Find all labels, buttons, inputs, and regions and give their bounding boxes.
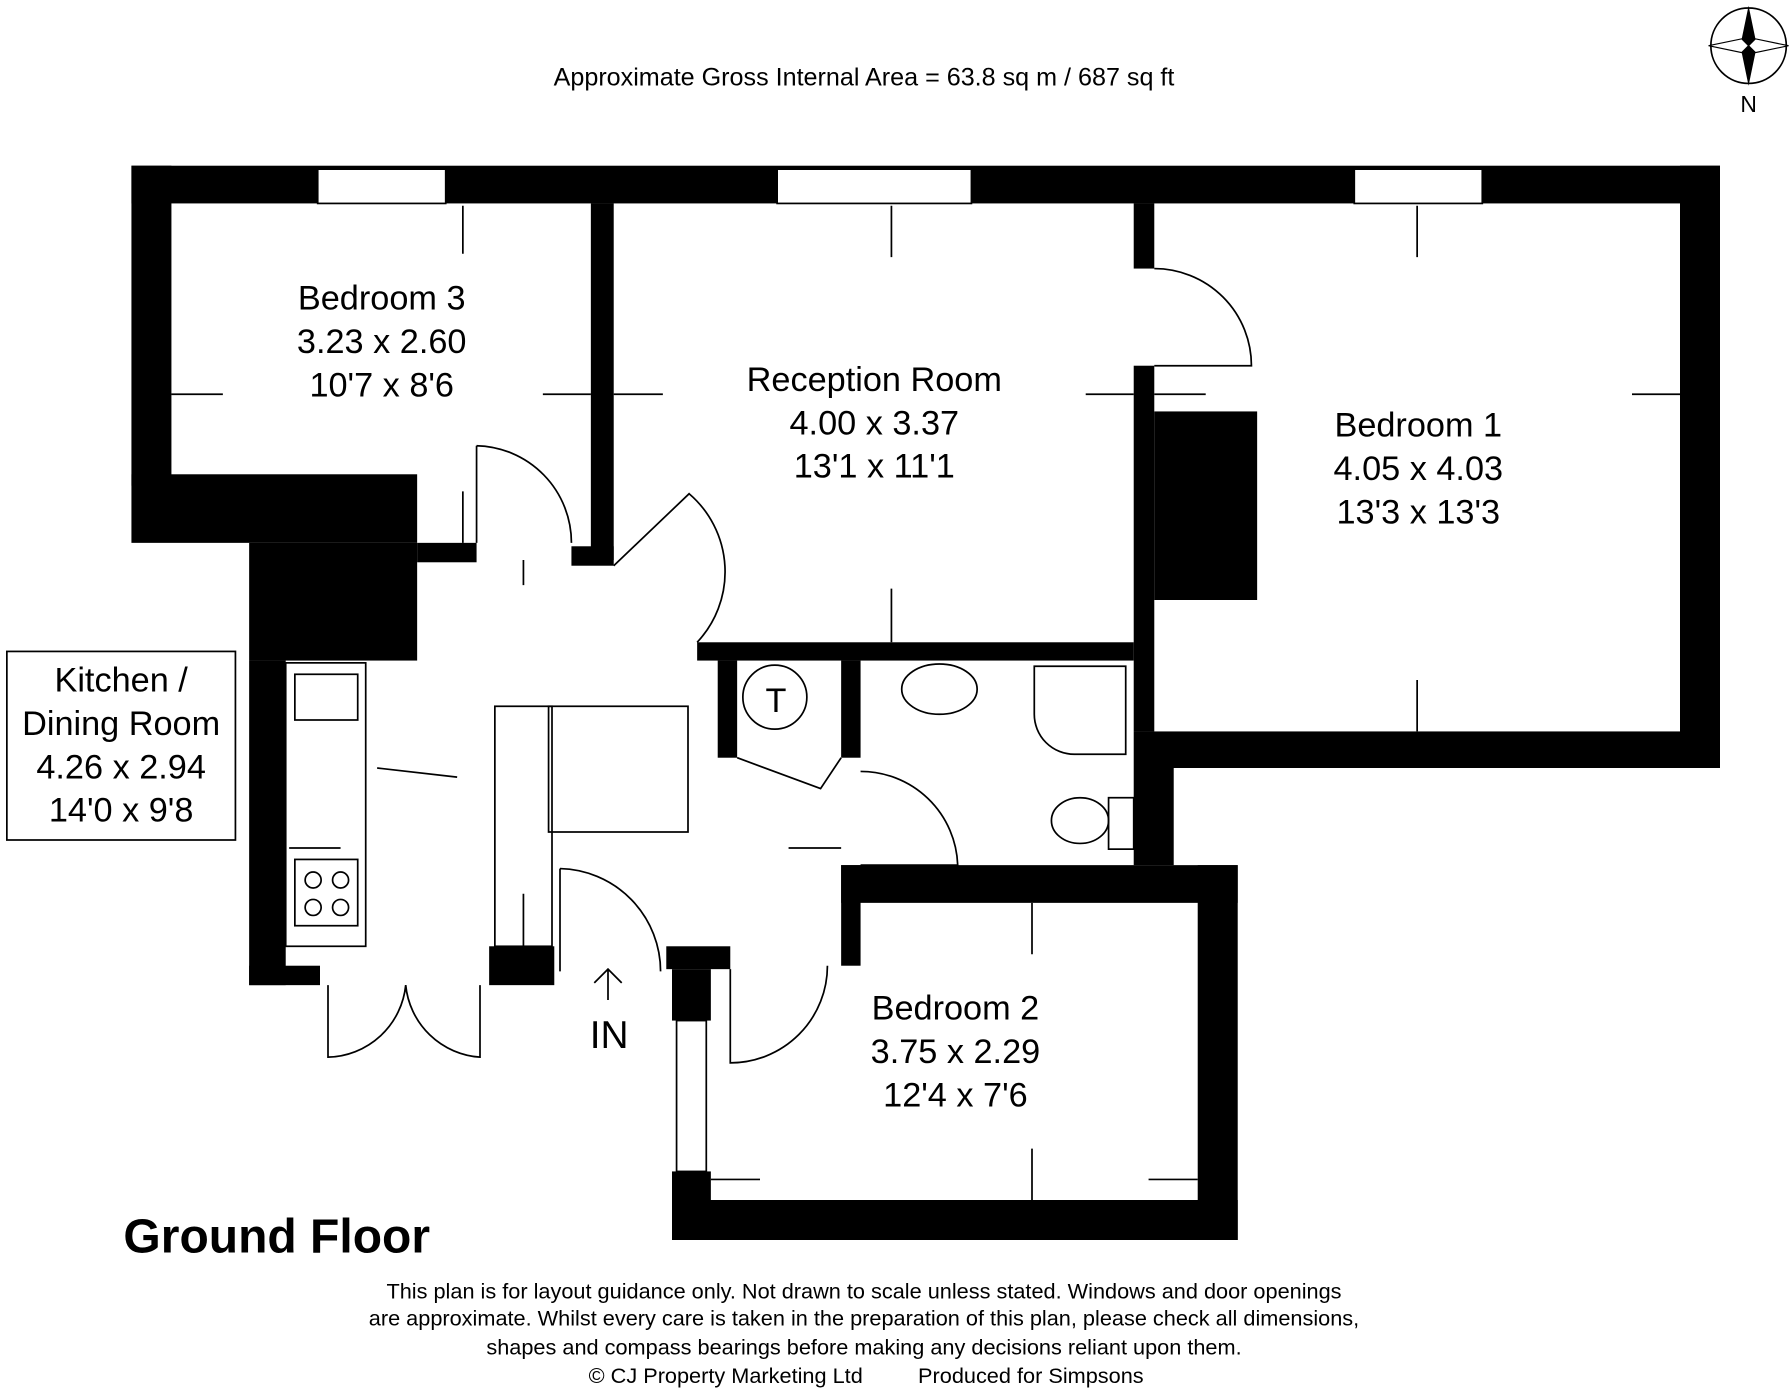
svg-text:Bedroom 3: Bedroom 3 — [298, 280, 466, 318]
compass-icon: N — [1708, 5, 1789, 117]
svg-text:Bedroom 2: Bedroom 2 — [872, 989, 1040, 1027]
svg-text:14'0 x 9'8: 14'0 x 9'8 — [49, 792, 194, 830]
svg-text:3.23 x 2.60: 3.23 x 2.60 — [297, 323, 467, 361]
windows — [316, 168, 1484, 1173]
walls — [131, 165, 1720, 1240]
produced-for: Produced for Simpsons — [918, 1363, 1144, 1388]
cupboard-label: T — [766, 682, 787, 720]
svg-text:shapes and compass bearings be: shapes and compass bearings before makin… — [486, 1334, 1241, 1359]
floor-title: Ground Floor — [123, 1211, 430, 1264]
svg-text:are approximate. Whilst every: are approximate. Whilst every care is ta… — [369, 1306, 1359, 1331]
room-kitchen: Kitchen / Dining Room 4.26 x 2.94 14'0 x… — [6, 650, 237, 841]
svg-text:13'3 x 13'3: 13'3 x 13'3 — [1336, 493, 1500, 531]
svg-text:Kitchen /: Kitchen / — [54, 661, 188, 699]
svg-text:This plan is for layout guidan: This plan is for layout guidance only. N… — [386, 1278, 1341, 1303]
room-bedroom-3: Bedroom 3 3.23 x 2.60 10'7 x 8'6 — [297, 280, 467, 405]
fixtures — [284, 662, 1135, 948]
room-bedroom-2: Bedroom 2 3.75 x 2.29 12'4 x 7'6 — [871, 989, 1041, 1114]
svg-text:Bedroom 1: Bedroom 1 — [1334, 407, 1502, 445]
room-bedroom-1: Bedroom 1 4.05 x 4.03 13'3 x 13'3 — [1334, 407, 1504, 532]
gross-area: Approximate Gross Internal Area = 63.8 s… — [554, 64, 1175, 92]
svg-text:3.75 x 2.29: 3.75 x 2.29 — [871, 1033, 1041, 1071]
copyright: © CJ Property Marketing Ltd — [589, 1363, 863, 1388]
doors — [327, 267, 1253, 1064]
dimension-arrows — [171, 205, 1680, 1200]
svg-text:4.05 x 4.03: 4.05 x 4.03 — [1334, 450, 1504, 488]
svg-text:Dining Room: Dining Room — [22, 705, 220, 743]
svg-text:N: N — [1740, 91, 1757, 117]
entrance-label: IN — [590, 1014, 629, 1057]
svg-text:10'7 x 8'6: 10'7 x 8'6 — [309, 367, 454, 405]
disclaimer: This plan is for layout guidance only. N… — [369, 1278, 1359, 1388]
svg-text:Reception Room: Reception Room — [747, 361, 1002, 399]
room-reception: Reception Room 4.00 x 3.37 13'1 x 11'1 — [747, 361, 1002, 486]
svg-text:4.26 x 2.94: 4.26 x 2.94 — [36, 748, 206, 786]
svg-text:12'4 x 7'6: 12'4 x 7'6 — [883, 1076, 1028, 1114]
svg-text:4.00 x 3.37: 4.00 x 3.37 — [790, 404, 960, 442]
svg-text:13'1 x 11'1: 13'1 x 11'1 — [794, 448, 955, 486]
